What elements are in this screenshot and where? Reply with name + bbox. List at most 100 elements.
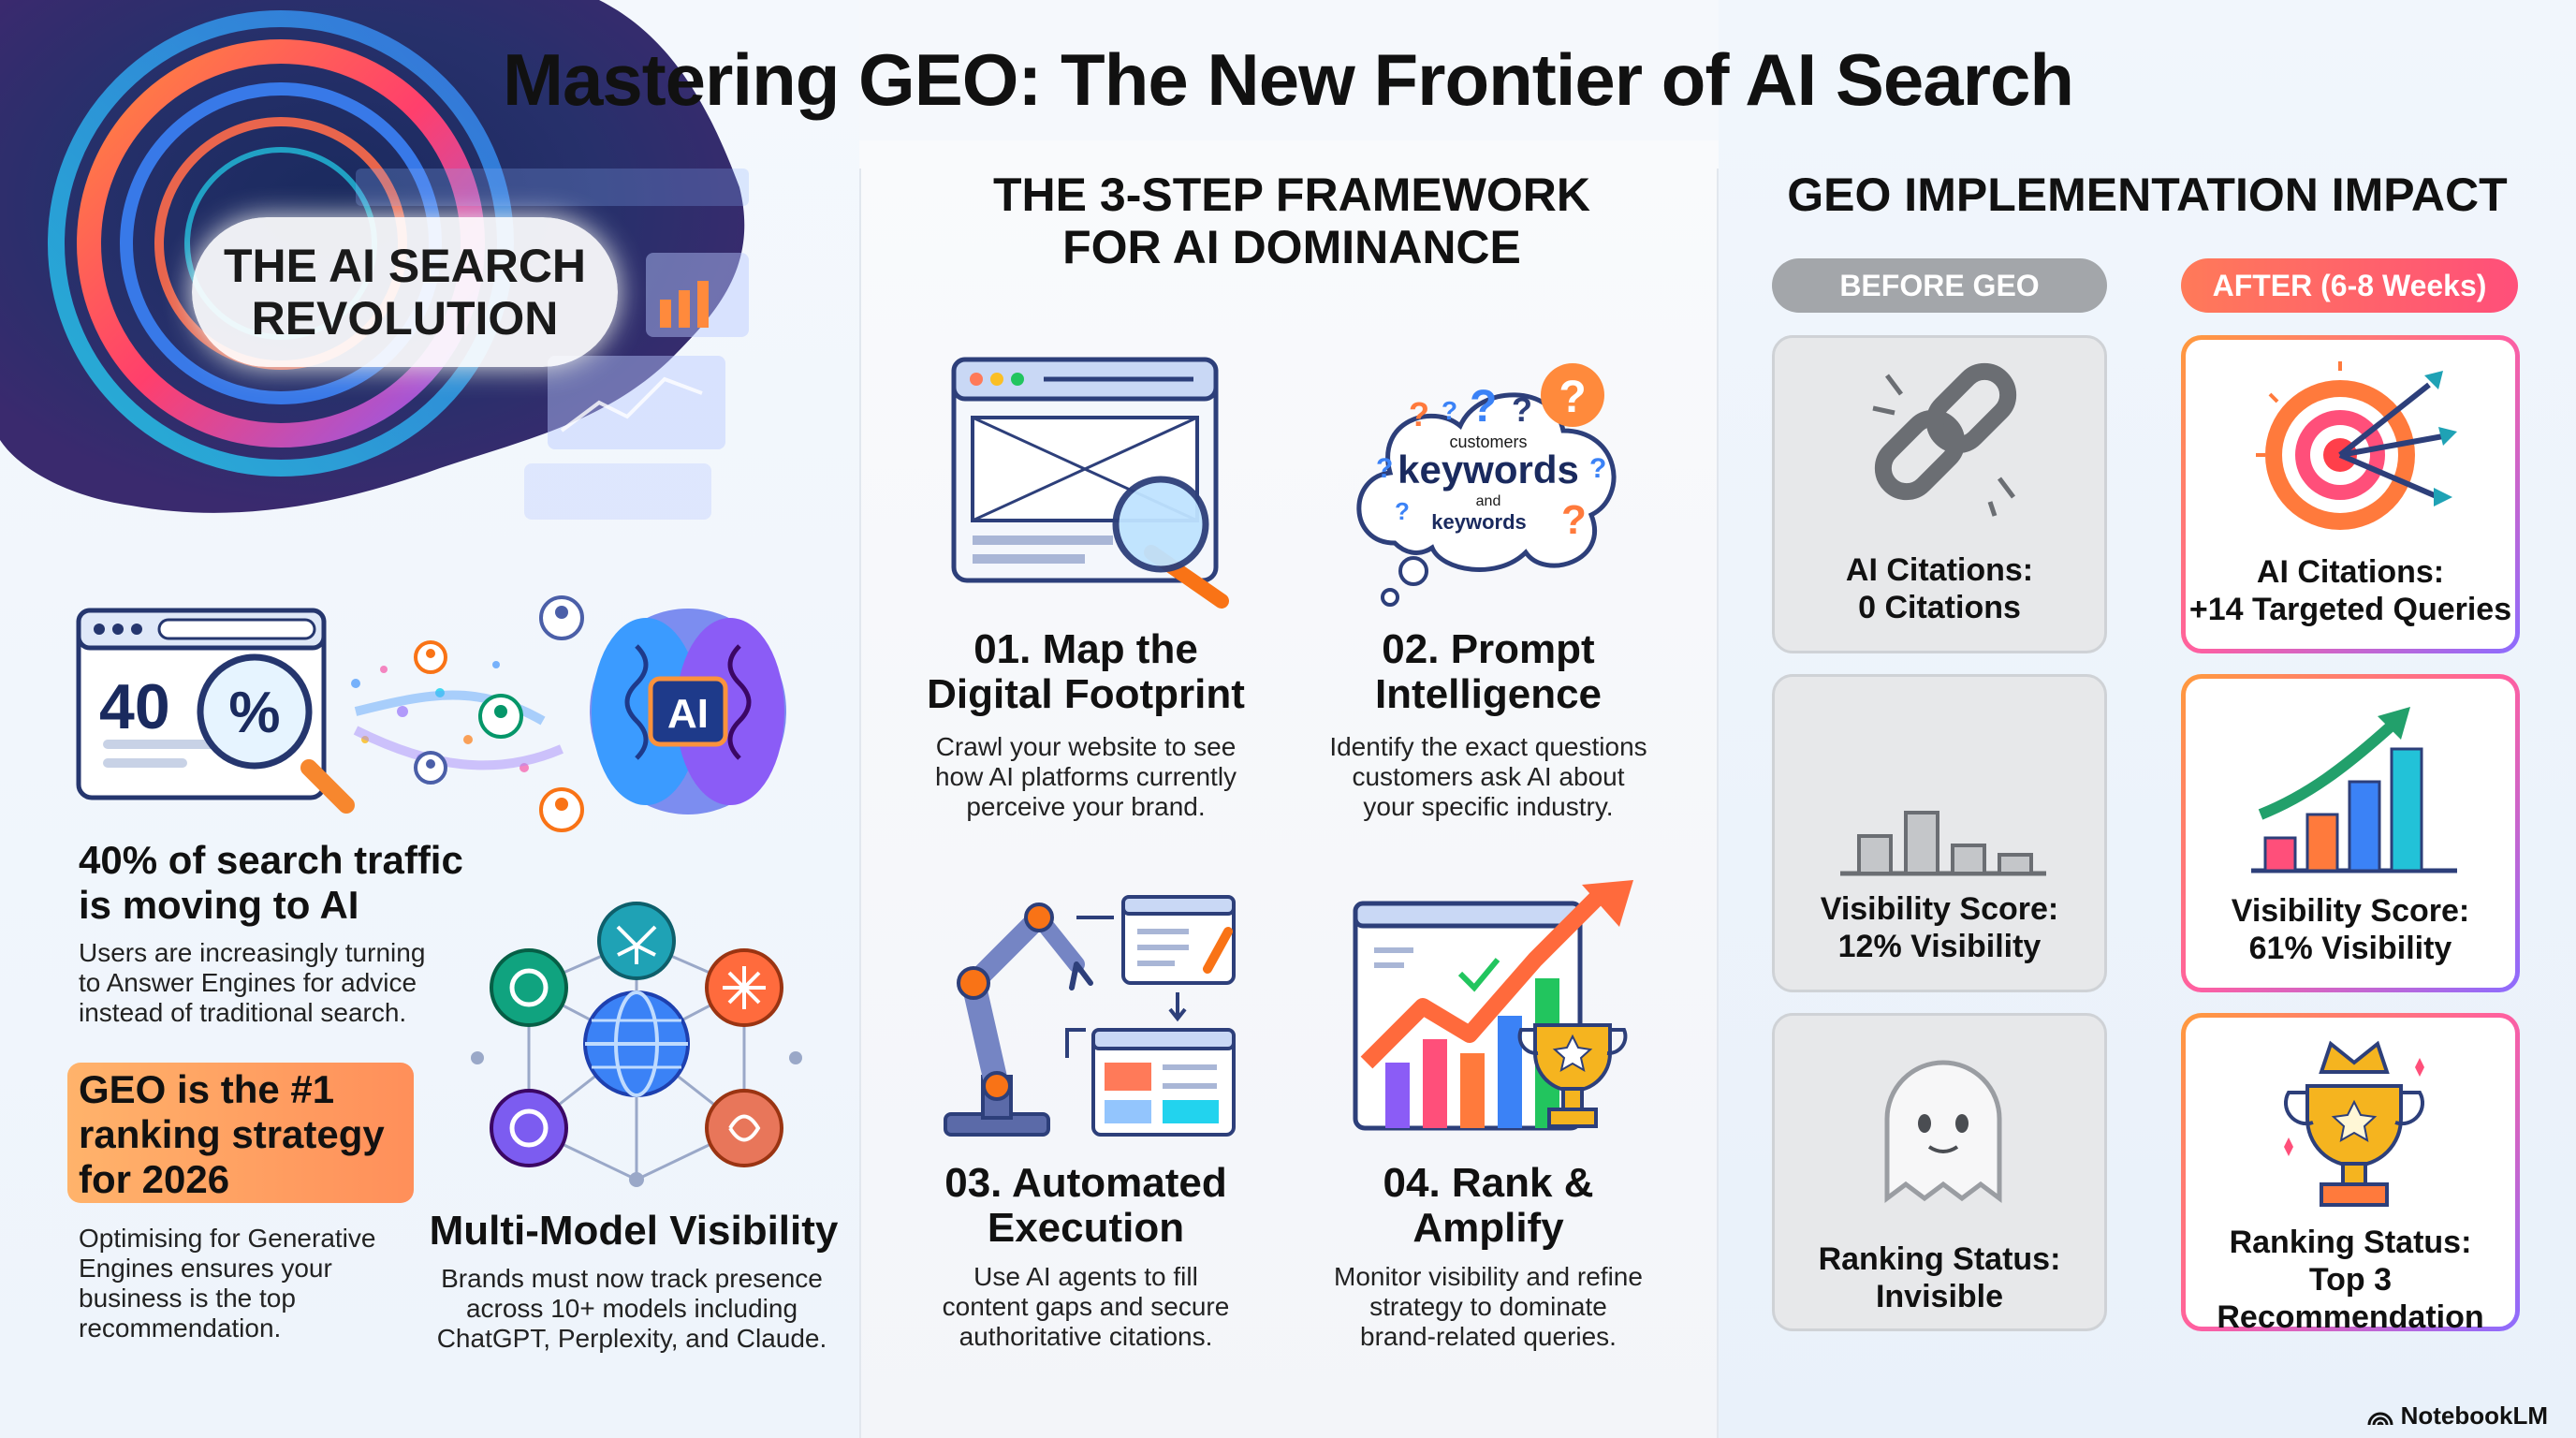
step4-title-line1: 04. Rank &	[1383, 1160, 1594, 1206]
step3-desc-line: Use AI agents to fill	[973, 1262, 1198, 1291]
framework-title-line2: FOR AI DOMINANCE	[1062, 221, 1521, 273]
after-ranking-label: Ranking Status:	[2229, 1225, 2472, 1260]
step4-title: 04. Rank & Amplify	[1301, 1161, 1676, 1251]
after-citations-label: AI Citations:	[2256, 554, 2445, 590]
step4-desc-line: strategy to dominate	[1369, 1292, 1607, 1321]
strategy-highlight-text: GEO is the #1 ranking strategy for 2026	[79, 1067, 453, 1202]
after-ranking-value-line2: Recommendation	[2217, 1299, 2484, 1335]
before-visibility-value: 12% Visibility	[1837, 929, 2042, 964]
target-bullseye-icon	[2256, 361, 2457, 530]
rank-amplify-icon	[1353, 880, 1633, 1131]
step1-title-line2: Digital Footprint	[927, 671, 1245, 717]
multi-desc-line: across 10+ models including	[465, 1294, 798, 1323]
hero-label-line2: REVOLUTION	[251, 292, 559, 345]
after-citations-card: AI Citations: +14 Targeted Queries	[2181, 335, 2520, 653]
before-geo-pill: BEFORE GEO	[1772, 258, 2107, 313]
highlight-line: ranking strategy	[79, 1112, 385, 1156]
framework-title: THE 3-STEP FRAMEWORK FOR AI DOMINANCE	[871, 169, 1713, 273]
search-to-ai-illustration: 40 % AI	[76, 595, 786, 832]
svg-text:?: ?	[1470, 382, 1497, 432]
step3-description: Use AI agents to fill content gaps and s…	[899, 1262, 1273, 1352]
trophy-crown-icon	[2283, 1040, 2425, 1207]
strategy-desc-line: business is the top	[79, 1284, 296, 1313]
traffic-desc-line: to Answer Engines for advice	[79, 968, 417, 997]
step4-title-line2: Amplify	[1412, 1205, 1564, 1251]
step1-desc-line: perceive your brand.	[966, 792, 1206, 821]
svg-text:?: ?	[1512, 390, 1532, 429]
step2-desc-line: Identify the exact questions	[1329, 732, 1647, 761]
strategy-desc-line: recommendation.	[79, 1313, 282, 1343]
svg-text:?: ?	[1559, 373, 1586, 422]
step2-title: 02. Prompt Intelligence	[1301, 627, 1676, 717]
cloud-word-main: keywords	[1398, 448, 1579, 492]
multi-model-network-illustration	[471, 902, 802, 1187]
traffic-stat-title-line1: 40% of search traffic	[79, 838, 463, 882]
broken-link-icon	[1872, 362, 2017, 517]
notebooklm-brand: NotebookLM	[2367, 1401, 2548, 1431]
before-ranking-label: Ranking Status:	[1818, 1241, 2061, 1277]
step1-title: 01. Map the Digital Footprint	[899, 627, 1273, 717]
after-ranking-value: Top 3	[2308, 1262, 2393, 1298]
step1-desc-line: how AI platforms currently	[934, 762, 1237, 791]
after-visibility-card: Visibility Score: 61% Visibility	[2181, 674, 2520, 992]
before-visibility-label: Visibility Score:	[1820, 891, 2059, 927]
step2-desc-line: your specific industry.	[1363, 792, 1614, 821]
divider-right	[1717, 169, 1719, 1438]
hero-label-line1: THE AI SEARCH	[223, 240, 587, 292]
before-citations-label: AI Citations:	[1845, 552, 2034, 588]
page-title: Mastering GEO: The New Frontier of AI Se…	[502, 38, 2074, 121]
prompt-cloud-icon: ? ? ? ? ? ? ? ? ? customers keywords and…	[1356, 363, 1617, 607]
strategy-description: Optimising for Generative Engines ensure…	[79, 1224, 416, 1343]
step3-desc-line: authoritative citations.	[959, 1322, 1213, 1351]
step4-description: Monitor visibility and refine strategy t…	[1301, 1262, 1676, 1352]
traffic-stat-title-line2: is moving to AI	[79, 883, 359, 927]
step1-title-line1: 01. Map the	[973, 626, 1198, 672]
after-visibility-label: Visibility Score:	[2231, 893, 2470, 929]
middle-panel-background	[859, 140, 1719, 1438]
map-footprint-icon	[951, 357, 1229, 609]
traffic-desc-line: Users are increasingly turning	[79, 938, 426, 967]
strategy-highlight-background	[67, 1063, 414, 1203]
growth-bar-chart-icon	[2251, 707, 2457, 873]
svg-text:?: ?	[1442, 396, 1457, 425]
traffic-stat-description: Users are increasingly turning to Answer…	[79, 938, 509, 1028]
step3-title-line2: Execution	[987, 1205, 1185, 1251]
ai-brain-label: AI	[667, 691, 709, 737]
before-citations-value: 0 Citations	[1858, 590, 2021, 625]
after-visibility-value: 61% Visibility	[2248, 931, 2452, 966]
strategy-desc-line: Engines ensures your	[79, 1254, 332, 1283]
step2-title-line1: 02. Prompt	[1382, 626, 1595, 672]
svg-text:?: ?	[1395, 497, 1410, 525]
step2-desc-line: customers ask AI about	[1352, 762, 1625, 791]
step4-desc-line: Monitor visibility and refine	[1334, 1262, 1643, 1291]
step2-description: Identify the exact questions customers a…	[1301, 732, 1676, 822]
multi-model-title: Multi-Model Visibility	[429, 1208, 839, 1254]
notebooklm-logo-icon	[2367, 1412, 2393, 1425]
after-ranking-card: Ranking Status: Top 3 Recommendation	[2181, 1013, 2520, 1335]
cloud-word-top: customers	[1449, 433, 1527, 451]
highlight-line: GEO is the #1	[79, 1067, 335, 1111]
impact-title: GEO IMPLEMENTATION IMPACT	[1787, 169, 2508, 221]
low-bar-chart-icon	[1840, 811, 2046, 876]
before-citations-card: AI Citations: 0 Citations	[1772, 335, 2107, 653]
traffic-desc-line: instead of traditional search.	[79, 998, 407, 1027]
multi-desc-line: ChatGPT, Perplexity, and Claude.	[436, 1324, 827, 1353]
step4-desc-line: brand-related queries.	[1360, 1322, 1617, 1351]
cloud-word-bottom: keywords	[1431, 510, 1527, 534]
step1-desc-line: Crawl your website to see	[935, 732, 1237, 761]
step3-title: 03. Automated Execution	[899, 1161, 1273, 1251]
percent-symbol: %	[228, 681, 280, 745]
strategy-desc-line: Optimising for Generative	[79, 1224, 376, 1253]
ghost-icon	[1884, 1060, 2002, 1203]
after-citations-value: +14 Targeted Queries	[2188, 592, 2512, 627]
multi-model-description: Brands must now track presence across 10…	[417, 1264, 847, 1354]
before-ranking-card: Ranking Status: Invisible	[1772, 1013, 2107, 1331]
svg-text:?: ?	[1589, 453, 1606, 484]
svg-text:?: ?	[1376, 453, 1393, 484]
after-geo-pill: AFTER (6-8 Weeks)	[2181, 258, 2518, 313]
before-visibility-card: Visibility Score: 12% Visibility	[1772, 674, 2107, 992]
before-ranking-value: Invisible	[1875, 1279, 2004, 1314]
step3-title-line1: 03. Automated	[944, 1160, 1227, 1206]
step2-title-line2: Intelligence	[1374, 671, 1603, 717]
